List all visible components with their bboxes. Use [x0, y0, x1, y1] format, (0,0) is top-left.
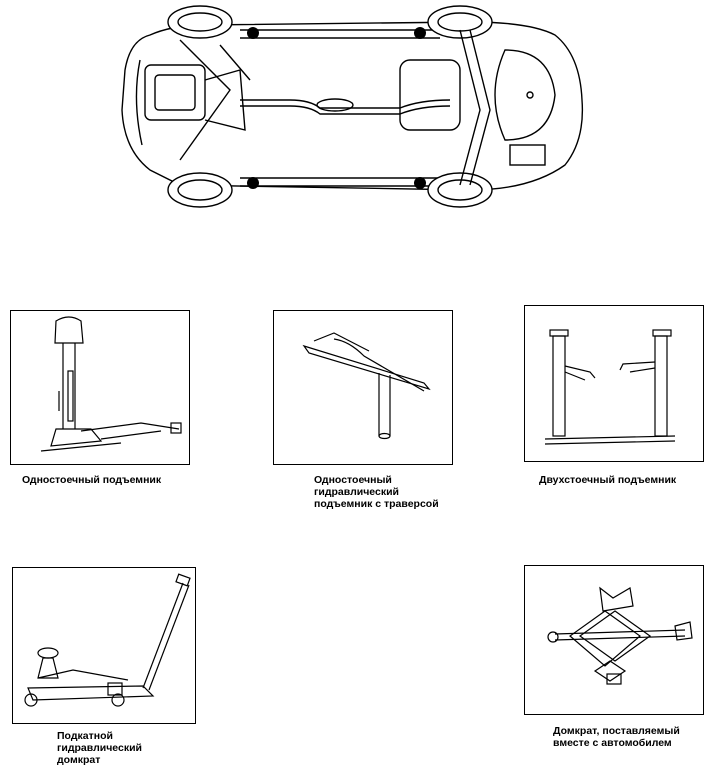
lift-point-marker: [247, 27, 259, 39]
single-post-lift-drawing: [40, 316, 182, 452]
vehicle-jack-drawing: [547, 586, 693, 685]
hydraulic-crossbar-lift-drawing: [302, 332, 431, 440]
hydraulic-crossbar-lift-caption: Одностоечный гидравлический подъемник с …: [314, 474, 439, 510]
two-post-lift-frame: [524, 305, 704, 462]
lift-points: [247, 27, 426, 189]
single-post-lift-caption: Одностоечный подъемник: [22, 474, 162, 486]
car-underbody-diagram: [110, 0, 590, 215]
vehicle-jack-caption: Домкрат, поставляемый вместе с автомобил…: [553, 725, 680, 749]
two-post-lift-caption: Двухстоечный подъемник: [539, 474, 677, 486]
lift-point-marker: [414, 177, 426, 189]
lift-point-marker: [247, 177, 259, 189]
vehicle-jack-frame: [524, 565, 704, 715]
lift-point-marker: [414, 27, 426, 39]
car-underbody-drawing: [121, 5, 584, 208]
trolley-jack-caption: Подкатной гидравлический домкрат: [57, 730, 142, 766]
trolley-jack-drawing: [24, 573, 191, 707]
trolley-jack-frame: [12, 567, 196, 724]
two-post-lift-drawing: [544, 329, 676, 445]
hydraulic-crossbar-lift-frame: [273, 310, 453, 465]
single-post-lift-frame: [10, 310, 190, 465]
